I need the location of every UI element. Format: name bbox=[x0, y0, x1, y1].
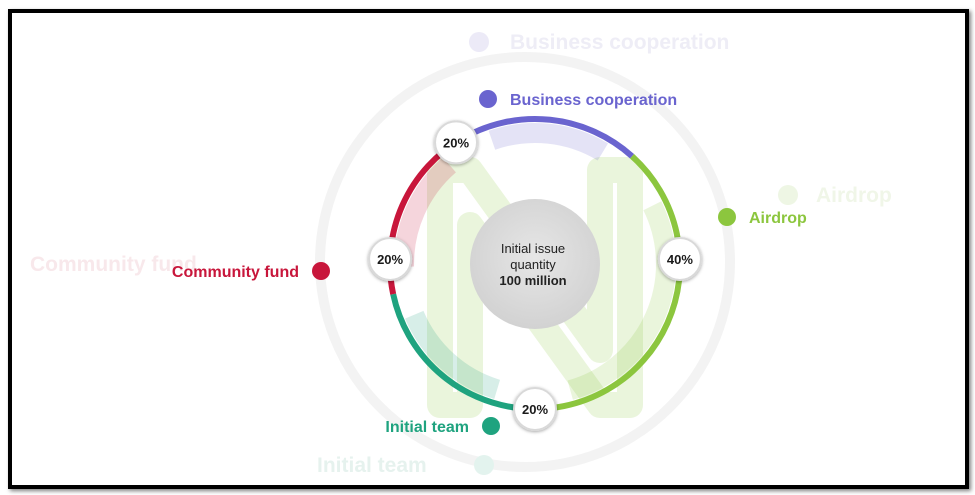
center-hub bbox=[470, 199, 600, 329]
badge-value: 20% bbox=[522, 402, 548, 417]
badge-value: 40% bbox=[667, 252, 693, 267]
legend-dot bbox=[718, 208, 736, 226]
ghost-label-community: Community fund bbox=[30, 253, 197, 276]
legend-label: Initial team bbox=[385, 419, 469, 436]
legend-initial-team: Initial team bbox=[385, 417, 500, 436]
center-label-line1: Initial issue bbox=[501, 241, 565, 256]
slice-business-cooperation bbox=[461, 116, 635, 159]
ghost-label-business: Business cooperation bbox=[510, 31, 729, 54]
badge-value: 20% bbox=[443, 135, 469, 150]
ghost-label-airdrop: Airdrop bbox=[816, 184, 892, 207]
legend-dot bbox=[312, 262, 330, 280]
center-value: 100 million bbox=[499, 273, 566, 288]
slice-band bbox=[405, 310, 501, 399]
legend-label: Airdrop bbox=[749, 210, 807, 227]
badge-initial-team: 20% bbox=[513, 387, 557, 431]
slice-initial-team bbox=[390, 293, 521, 412]
badge-value: 20% bbox=[377, 252, 403, 267]
legend-community-fund: Community fund bbox=[172, 262, 330, 281]
slice-badges: 20% 40% 20% 20% bbox=[368, 120, 702, 431]
legend-business-cooperation: Business cooperation bbox=[479, 90, 677, 109]
legend-dot bbox=[482, 417, 500, 435]
legend-label: Community fund bbox=[172, 264, 299, 281]
legend-airdrop: Airdrop bbox=[718, 208, 807, 227]
legend-label: Business cooperation bbox=[510, 92, 677, 109]
badge-community-fund: 20% bbox=[368, 236, 413, 281]
slice-band bbox=[567, 201, 676, 400]
slice-airdrop bbox=[519, 154, 683, 412]
ghost-labels: Business cooperation Airdrop Initial tea… bbox=[30, 31, 892, 477]
slice-band bbox=[488, 123, 609, 161]
legend-dot bbox=[479, 90, 497, 108]
ghost-label-team: Initial team bbox=[317, 454, 427, 477]
center-label-line2: quantity bbox=[510, 257, 556, 272]
badge-business-cooperation: 20% bbox=[434, 120, 479, 165]
badge-airdrop: 40% bbox=[657, 236, 702, 281]
ghost-ring bbox=[315, 52, 735, 472]
